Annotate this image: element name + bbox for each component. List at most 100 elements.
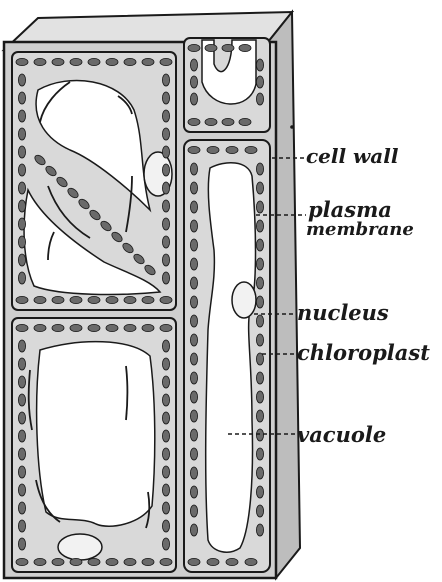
chloroplast-81 bbox=[190, 315, 197, 327]
chloroplast-101 bbox=[190, 505, 197, 517]
nucleus-bottom-left bbox=[58, 534, 102, 560]
chloroplast-133 bbox=[18, 430, 25, 442]
chloroplast-78 bbox=[256, 277, 263, 289]
chloroplast-46 bbox=[205, 118, 217, 125]
chloroplast-33 bbox=[18, 200, 25, 212]
chloroplast-72 bbox=[256, 220, 263, 232]
chloroplast-37 bbox=[18, 236, 25, 248]
label-plasma-membrane-line2: membrane bbox=[306, 221, 414, 239]
chloroplast-99 bbox=[190, 486, 197, 498]
chloroplast-38 bbox=[162, 236, 169, 248]
chloroplast-18 bbox=[160, 296, 172, 303]
vacuole-right-tall bbox=[206, 163, 256, 552]
chloroplast-125 bbox=[18, 358, 25, 370]
chloroplast-79 bbox=[190, 296, 197, 308]
chloroplast-58 bbox=[188, 558, 200, 565]
label-plasma-membrane-line1: plasma bbox=[308, 199, 392, 220]
vacuole-bottom-left bbox=[37, 342, 155, 527]
chloroplast-27 bbox=[18, 146, 25, 158]
chloroplast-143 bbox=[18, 520, 25, 532]
chloroplast-100 bbox=[256, 486, 263, 498]
chloroplast-86 bbox=[256, 353, 263, 365]
chloroplast-1 bbox=[16, 58, 28, 65]
chloroplast-12 bbox=[106, 296, 118, 303]
chloroplast-32 bbox=[162, 182, 169, 194]
chloroplast-116 bbox=[106, 558, 118, 565]
chloroplast-115 bbox=[106, 324, 118, 331]
chloroplast-23 bbox=[18, 110, 25, 122]
chloroplast-95 bbox=[190, 448, 197, 460]
chloroplast-118 bbox=[124, 558, 136, 565]
chloroplast-75 bbox=[190, 258, 197, 270]
chloroplast-60 bbox=[207, 558, 219, 565]
chloroplast-131 bbox=[18, 412, 25, 424]
label-vacuole: vacuole bbox=[297, 424, 386, 445]
chloroplast-74 bbox=[256, 239, 263, 251]
chloroplast-80 bbox=[256, 296, 263, 308]
chloroplast-43 bbox=[188, 44, 200, 51]
chloroplast-44 bbox=[188, 118, 200, 125]
chloroplast-102 bbox=[256, 505, 263, 517]
chloroplast-63 bbox=[245, 146, 257, 153]
chloroplast-119 bbox=[142, 324, 154, 331]
chloroplast-114 bbox=[88, 558, 100, 565]
chloroplast-6 bbox=[52, 296, 64, 303]
chloroplast-134 bbox=[162, 430, 169, 442]
chloroplast-19 bbox=[18, 74, 25, 86]
chloroplast-48 bbox=[222, 118, 234, 125]
chloroplast-69 bbox=[190, 201, 197, 213]
chloroplast-49 bbox=[239, 44, 251, 51]
chloroplast-137 bbox=[18, 466, 25, 478]
chloroplast-11 bbox=[106, 58, 118, 65]
chloroplast-36 bbox=[162, 218, 169, 230]
chloroplast-51 bbox=[190, 59, 197, 71]
chloroplast-57 bbox=[188, 146, 200, 153]
chloroplast-141 bbox=[18, 502, 25, 514]
chloroplast-90 bbox=[256, 391, 263, 403]
chloroplast-135 bbox=[18, 448, 25, 460]
chloroplast-59 bbox=[207, 146, 219, 153]
chloroplast-2 bbox=[16, 296, 28, 303]
chloroplast-34 bbox=[162, 200, 169, 212]
chloroplast-88 bbox=[256, 372, 263, 384]
chloroplast-30 bbox=[162, 164, 169, 176]
chloroplast-111 bbox=[70, 324, 82, 331]
chloroplast-105 bbox=[16, 324, 28, 331]
chloroplast-93 bbox=[190, 429, 197, 441]
chloroplast-16 bbox=[142, 296, 154, 303]
chloroplast-24 bbox=[162, 110, 169, 122]
chloroplast-9 bbox=[88, 58, 100, 65]
chloroplast-89 bbox=[190, 391, 197, 403]
chloroplast-76 bbox=[256, 258, 263, 270]
chloroplast-94 bbox=[256, 429, 263, 441]
label-cell-wall: cell wall bbox=[306, 146, 398, 166]
chloroplast-25 bbox=[18, 128, 25, 140]
chloroplast-104 bbox=[256, 524, 263, 536]
chloroplast-10 bbox=[88, 296, 100, 303]
chloroplast-138 bbox=[162, 466, 169, 478]
chloroplast-77 bbox=[190, 277, 197, 289]
chloroplast-87 bbox=[190, 372, 197, 384]
chloroplast-145 bbox=[18, 538, 25, 550]
chloroplast-61 bbox=[226, 146, 238, 153]
chloroplast-35 bbox=[18, 218, 25, 230]
chloroplast-54 bbox=[256, 76, 263, 88]
chloroplast-108 bbox=[34, 558, 46, 565]
chloroplast-42 bbox=[162, 272, 169, 284]
chloroplast-126 bbox=[162, 358, 169, 370]
chloroplast-136 bbox=[162, 448, 169, 460]
chloroplast-84 bbox=[256, 334, 263, 346]
chloroplast-113 bbox=[88, 324, 100, 331]
chloroplast-21 bbox=[18, 92, 25, 104]
chloroplast-31 bbox=[18, 182, 25, 194]
chloroplast-7 bbox=[70, 58, 82, 65]
chloroplast-97 bbox=[190, 467, 197, 479]
chloroplast-41 bbox=[18, 272, 25, 284]
chloroplast-62 bbox=[226, 558, 238, 565]
chloroplast-127 bbox=[18, 376, 25, 388]
chloroplast-92 bbox=[256, 410, 263, 422]
chloroplast-85 bbox=[190, 353, 197, 365]
chloroplast-91 bbox=[190, 410, 197, 422]
